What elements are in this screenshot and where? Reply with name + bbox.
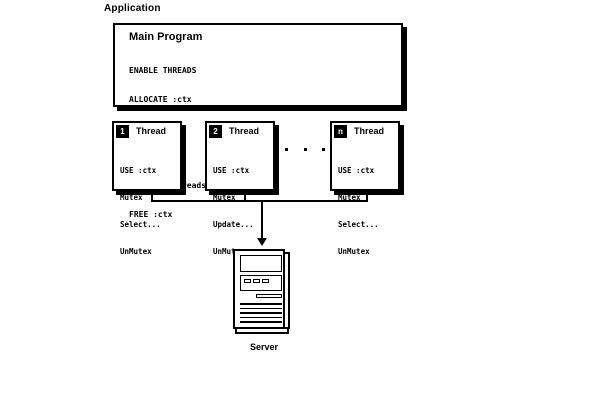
thread-code-1: USE :ctx Mutex Select... UnMutex [120, 148, 161, 274]
thread-title-1: Thread [136, 126, 167, 136]
server-drive-bay [240, 275, 282, 291]
thread-code-2: USE :ctx Mutex Update... UnMutex [213, 148, 254, 274]
thread-code-line: UnMutex [120, 247, 152, 256]
thread-badge-1: 1 [116, 125, 129, 138]
server-vent-line [240, 312, 282, 314]
thread-code-line: UnMutex [338, 247, 370, 256]
thread-code-line: UnMutex [213, 247, 245, 256]
ellipsis-dot [285, 148, 288, 151]
main-program-box [113, 23, 403, 107]
main-program-code-line: ENABLE THREADS [129, 66, 197, 76]
server-button-2 [253, 279, 260, 283]
thread-code-line: Mutex [213, 193, 236, 202]
thread-box-n: n Thread USE :ctx Mutex Select... UnMute… [330, 121, 400, 256]
thread-connector-stub-2 [244, 195, 246, 202]
thread-code-line: Mutex [338, 193, 361, 202]
thread-code-line: USE :ctx [213, 166, 250, 175]
thread-title-n: Thread [354, 126, 385, 136]
server-button-1 [244, 279, 251, 283]
server-vent-line [240, 321, 282, 323]
server-side-panel [285, 252, 290, 329]
thread-bus-line [151, 200, 368, 202]
thread-code-n: USE :ctx Mutex Select... UnMutex [338, 148, 379, 274]
main-program-code-line: FREE :ctx [129, 210, 173, 220]
server-vent-line [240, 303, 282, 305]
server-vents [240, 303, 282, 326]
thread-box-2: 2 Thread USE :ctx Mutex Update... UnMute… [205, 121, 275, 256]
connection-arrow-head [257, 238, 267, 246]
server-vent-line [240, 307, 282, 309]
connection-arrow-shaft [261, 202, 263, 240]
thread-connector-stub-n [366, 195, 368, 202]
server-body [233, 249, 285, 329]
thread-code-line: USE :ctx [120, 166, 157, 175]
thread-code-line: USE :ctx [338, 166, 375, 175]
thread-box-1: 1 Thread USE :ctx Mutex Select... UnMute… [112, 121, 182, 256]
application-label: Application [104, 3, 161, 14]
server-button-3 [262, 279, 269, 283]
thread-code-line: Mutex [120, 193, 143, 202]
thread-badge-n: n [334, 125, 347, 138]
main-program-title: Main Program [129, 31, 203, 43]
server-vent-line [240, 316, 282, 318]
thread-title-2: Thread [229, 126, 260, 136]
main-program-code-line: ALLOCATE :ctx [129, 94, 192, 104]
ellipsis-dot [322, 148, 325, 151]
thread-code-line: Select... [120, 220, 161, 229]
ellipsis-dot [303, 148, 307, 151]
thread-badge-2: 2 [209, 125, 222, 138]
thread-code-line: Select... [338, 220, 379, 229]
thread-code-line: Update... [213, 220, 254, 229]
server-top-panel [240, 255, 282, 272]
server-label: Server [250, 342, 279, 352]
server-icon [233, 249, 291, 335]
server-slot [256, 294, 282, 298]
server-base [235, 327, 289, 334]
thread-connector-stub-1 [151, 195, 153, 202]
ellipsis-dots [285, 148, 325, 151]
